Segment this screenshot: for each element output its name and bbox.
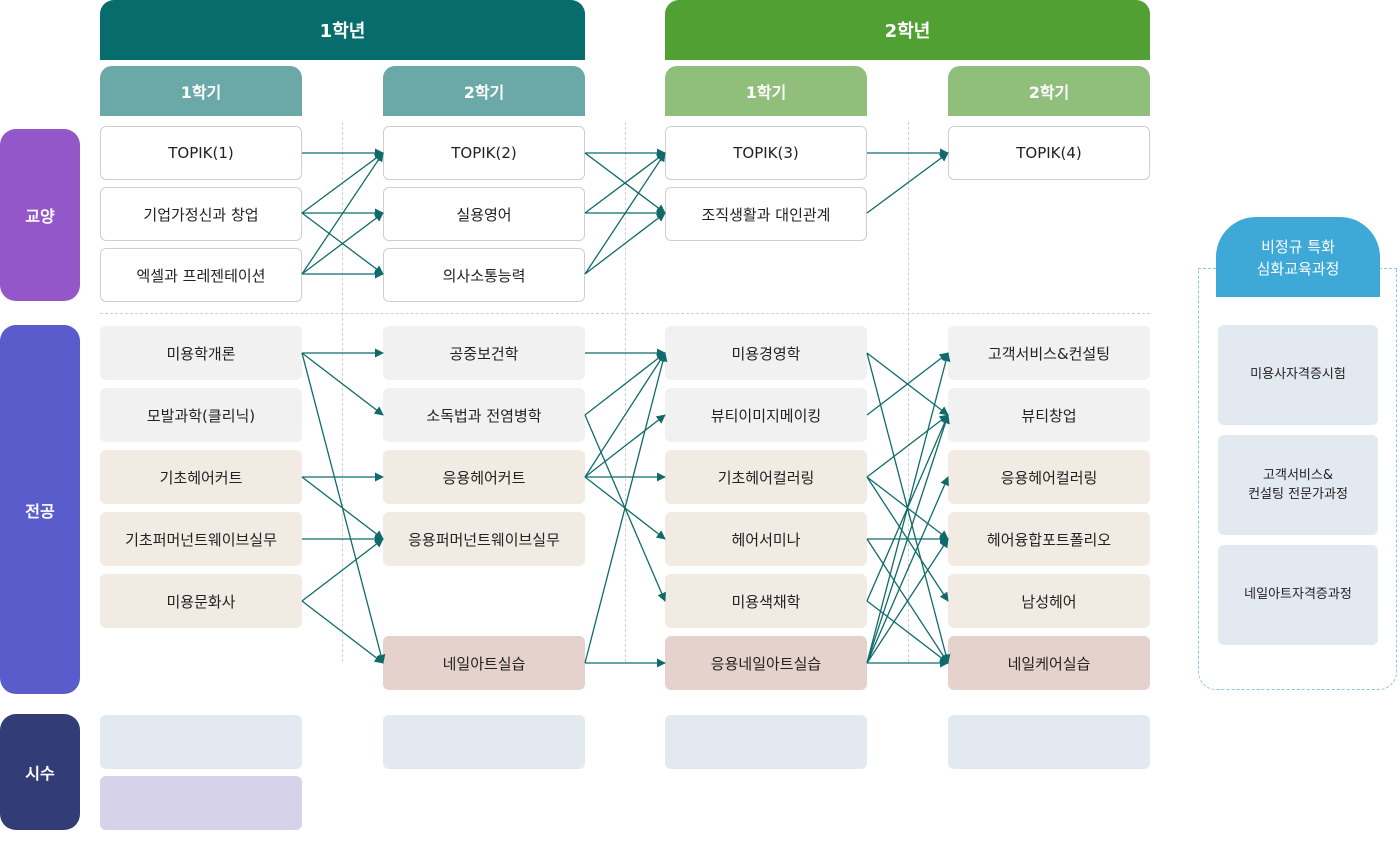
course-arrow [301, 152, 384, 275]
course-box: 네일아트실습 [383, 636, 585, 690]
side-item: 네일아트자격증과정 [1218, 545, 1378, 645]
semester-header-y1s2: 2학기 [383, 66, 585, 116]
category-gyoyang: 교양 [0, 129, 80, 301]
side-item: 미용사자격증시험 [1218, 325, 1378, 425]
course-arrow [584, 352, 666, 416]
course-box: 엑셀과 프레젠테이션 [100, 248, 302, 302]
semester-header-y2s1: 1학기 [665, 66, 867, 116]
course-arrow [866, 538, 949, 664]
course-box: 미용학개론 [100, 326, 302, 380]
course-box: TOPIK(1) [100, 126, 302, 180]
section-divider [100, 313, 1150, 314]
course-arrow [866, 152, 949, 214]
course-box: 의사소통능력 [383, 248, 585, 302]
hours-box [100, 715, 302, 769]
course-box: 기초퍼머넌트웨이브실무 [100, 512, 302, 566]
course-box: 응용헤어컬러링 [948, 450, 1150, 504]
side-item-line: 컨설팅 전문가과정 [1248, 487, 1348, 502]
course-box: TOPIK(4) [948, 126, 1150, 180]
course-box: 실용영어 [383, 187, 585, 241]
course-box: 공중보건학 [383, 326, 585, 380]
side-panel-title: 비정규 특화 심화교육과정 [1216, 217, 1380, 297]
grid-divider [625, 122, 626, 662]
course-arrow [584, 152, 666, 275]
course-box: 네일케어실습 [948, 636, 1150, 690]
hours-box [383, 715, 585, 769]
course-box: 응용네일아트실습 [665, 636, 867, 690]
course-box: 기초헤어컬러링 [665, 450, 867, 504]
hours-box [948, 715, 1150, 769]
hours-box [100, 776, 302, 830]
course-box: 응용헤어커트 [383, 450, 585, 504]
grid-divider [908, 122, 909, 662]
course-arrow [301, 352, 384, 416]
course-arrow [866, 414, 950, 664]
course-arrow [584, 352, 666, 478]
course-box: 소독법과 전염병학 [383, 388, 585, 442]
course-arrow [301, 212, 384, 275]
course-box: 조직생활과 대인관계 [665, 187, 867, 241]
course-arrow [301, 476, 384, 540]
side-item-line: 고객서비스& [1263, 467, 1333, 483]
course-box: 뷰티창업 [948, 388, 1150, 442]
side-item: 고객서비스& 컨설팅 전문가과정 [1218, 435, 1378, 535]
course-arrow [866, 352, 949, 416]
course-box: 남성헤어 [948, 574, 1150, 628]
course-box: 헤어융합포트폴리오 [948, 512, 1150, 566]
course-box: 응용퍼머넌트웨이브실무 [383, 512, 585, 566]
course-arrow [301, 600, 384, 664]
course-box: 미용경영학 [665, 326, 867, 380]
course-box: 기업가정신과 창업 [100, 187, 302, 241]
side-item-line: 네일아트자격증과정 [1244, 587, 1352, 603]
side-item-line: 미용사자격증시험 [1250, 367, 1346, 383]
category-jeongong: 전공 [0, 325, 80, 694]
category-sisu: 시수 [0, 714, 80, 830]
course-box: 미용문화사 [100, 574, 302, 628]
course-box: 헤어서미나 [665, 512, 867, 566]
course-box: 고객서비스&컨설팅 [948, 326, 1150, 380]
course-arrow [584, 212, 666, 275]
course-box: 뷰티이미지메이킹 [665, 388, 867, 442]
semester-header-y2s2: 2학기 [948, 66, 1150, 116]
course-box: 모발과학(클리닉) [100, 388, 302, 442]
grid-divider [342, 122, 343, 662]
side-title-line: 심화교육과정 [1256, 260, 1340, 278]
course-box: 미용색채학 [665, 574, 867, 628]
course-arrow [584, 414, 666, 478]
course-arrow [301, 152, 384, 214]
course-arrow [866, 476, 949, 664]
hours-box [665, 715, 867, 769]
course-arrow [866, 600, 949, 664]
course-arrow [301, 538, 384, 602]
course-box: 기초헤어커트 [100, 450, 302, 504]
course-arrow [866, 414, 949, 478]
year-header-1: 1학년 [100, 0, 585, 60]
semester-header-y1s1: 1학기 [100, 66, 302, 116]
course-box: TOPIK(2) [383, 126, 585, 180]
course-arrow [584, 352, 668, 664]
side-title-line: 비정규 특화 [1261, 238, 1335, 257]
year-header-2: 2학년 [665, 0, 1150, 60]
course-arrow [584, 152, 666, 214]
course-arrow [866, 352, 951, 664]
